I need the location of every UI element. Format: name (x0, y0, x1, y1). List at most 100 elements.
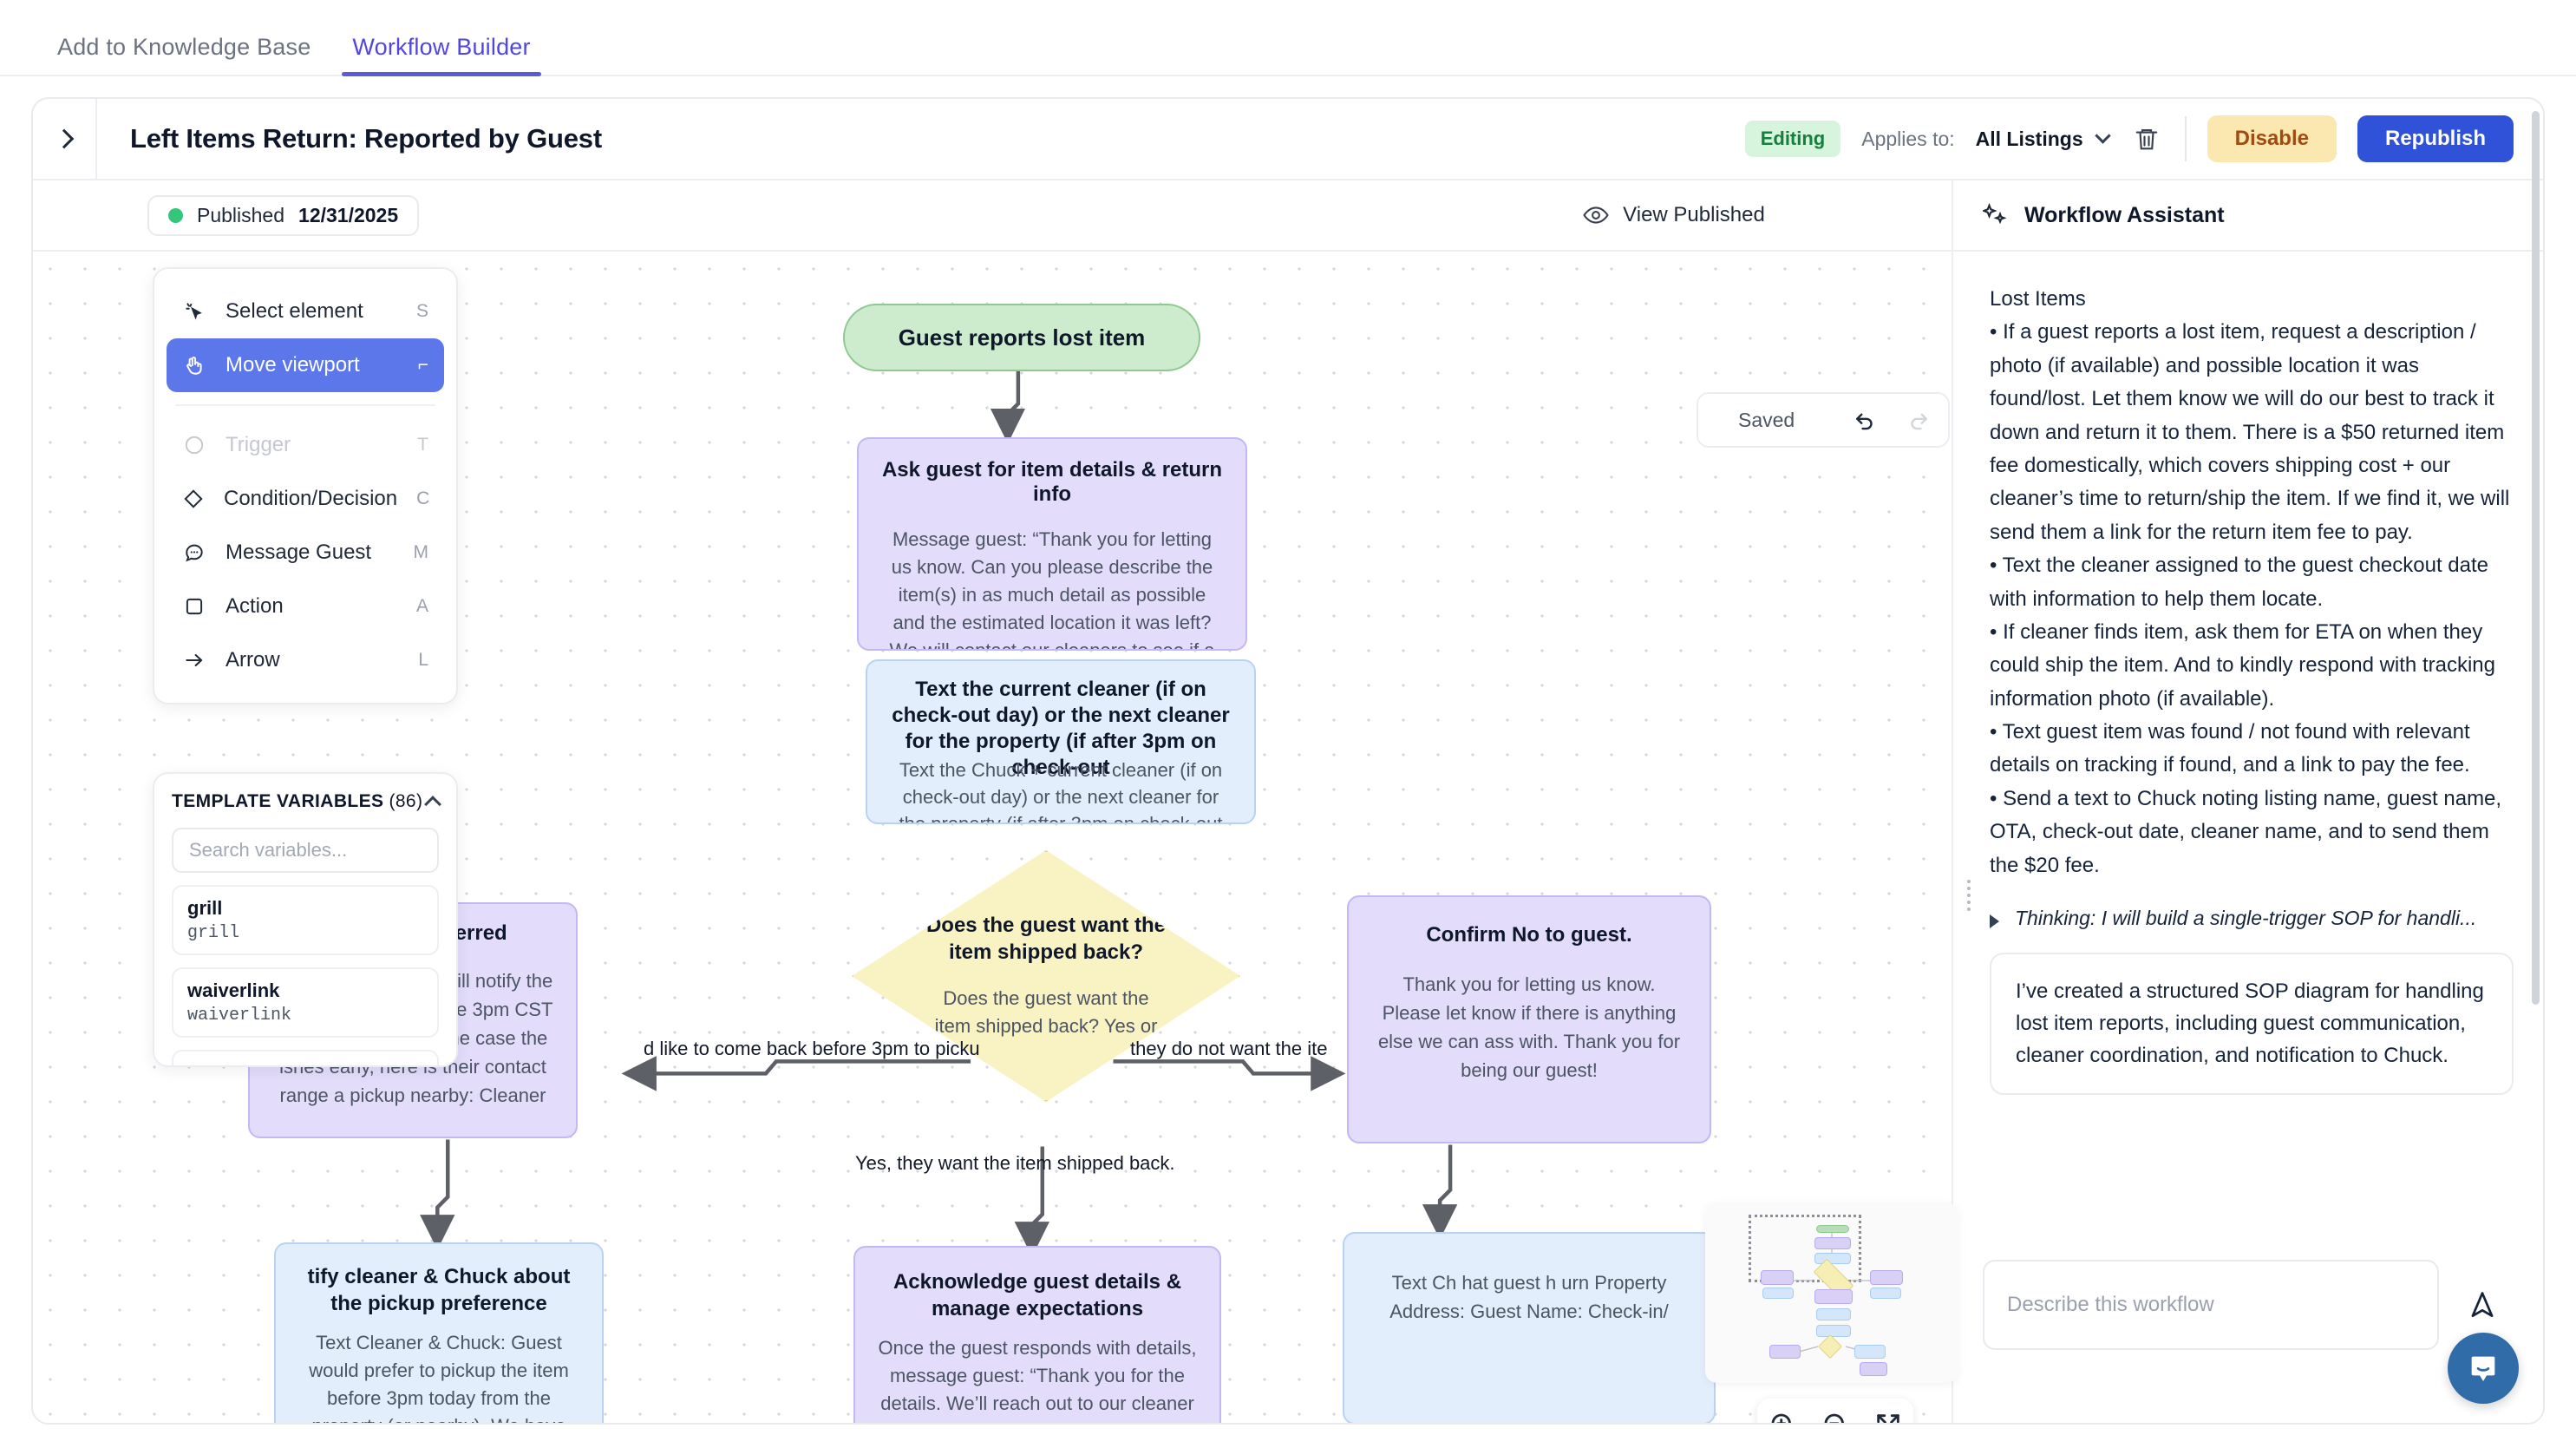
node-message-acknowledge-details[interactable]: Acknowledge guest details & manage expec… (853, 1246, 1221, 1423)
workflow-canvas[interactable]: Guest reports lost item Ask guest for it… (33, 252, 1952, 1423)
canvas-minimap[interactable] (1705, 1202, 1958, 1383)
tool-message-guest[interactable]: Message Guest M (167, 526, 444, 580)
header-divider (2184, 116, 2187, 161)
minimap-node (1762, 1288, 1794, 1299)
zoom-controls (1757, 1399, 1913, 1423)
republish-button[interactable]: Republish (2357, 115, 2514, 162)
chevron-up-icon[interactable] (424, 796, 441, 813)
minimap-node (1870, 1270, 1903, 1285)
assistant-input-row (1953, 1260, 2543, 1350)
hand-icon (182, 354, 206, 377)
minimap-node (1769, 1345, 1801, 1359)
undo-icon (1856, 413, 1873, 430)
node-title: Confirm No to guest. (1426, 923, 1632, 947)
chat-bubble-icon (182, 541, 206, 564)
minimap-node (1814, 1253, 1851, 1264)
template-variable-item[interactable]: grill grill (172, 885, 439, 955)
minimap-node (1870, 1288, 1901, 1299)
published-date: 12/31/2025 (298, 203, 399, 226)
tool-shortcut: S (415, 301, 428, 321)
node-trigger-start[interactable]: Guest reports lost item (843, 304, 1200, 371)
node-action-text-cleaner[interactable]: Text the current cleaner (if on check-ou… (866, 659, 1256, 824)
tool-select-element[interactable]: Select element S (167, 285, 444, 338)
minimap-node (1854, 1345, 1886, 1359)
node-action-text-chuck[interactable]: Text Ch hat guest h urn Property Address… (1343, 1232, 1716, 1423)
tool-move-viewport[interactable]: Move viewport ⌐ (167, 338, 444, 392)
node-message-confirm-no[interactable]: Confirm No to guest. Thank you for letti… (1347, 895, 1711, 1143)
tool-label: Condition/Decision (224, 487, 398, 510)
node-message-ask-details[interactable]: Ask guest for item details & return info… (857, 437, 1247, 651)
top-tabbar: Add to Knowledge Base Workflow Builder (0, 0, 2576, 76)
template-variables-title: TEMPLATE VARIABLES (172, 791, 384, 811)
cursor-click-icon (182, 300, 206, 323)
workflow-card: Left Items Return: Reported by Guest Edi… (31, 97, 2545, 1425)
chevron-down-icon (2094, 128, 2111, 144)
tool-action[interactable]: Action A (167, 580, 444, 633)
redo-icon (1911, 413, 1928, 430)
search-variables-input[interactable] (172, 828, 439, 873)
tool-shortcut: ⌐ (417, 355, 428, 375)
disable-button[interactable]: Disable (2207, 115, 2337, 162)
intercom-launcher-button[interactable] (2448, 1333, 2519, 1404)
describe-workflow-input[interactable] (1983, 1260, 2439, 1350)
view-published-button[interactable]: View Published (1396, 203, 1952, 227)
tool-shortcut: T (417, 435, 428, 455)
assistant-scrollbar[interactable] (2532, 111, 2540, 1005)
tab-workflow-builder[interactable]: Workflow Builder (331, 34, 551, 76)
node-body: Thank you for letting us know. Please le… (1377, 973, 1681, 1081)
square-icon (182, 595, 206, 618)
undo-button[interactable] (1852, 407, 1878, 433)
published-status-pill: Published 12/31/2025 (147, 194, 420, 236)
node-body: Text Cleaner & Chuck: Guest would prefer… (309, 1332, 569, 1423)
tool-shortcut: M (413, 542, 429, 562)
assistant-thinking-label: Thinking: I will build a single-trigger … (2015, 907, 2477, 930)
edge-label-no-ship: they do not want the ite (1130, 1038, 1328, 1059)
template-variable-item[interactable]: propspec propspec (172, 1050, 439, 1065)
zoom-in-button[interactable] (1768, 1410, 1799, 1423)
node-title: tify cleaner & Chuck about the pickup pr… (307, 1265, 571, 1316)
expand-sidebar-button[interactable] (33, 99, 97, 179)
assistant-header: Workflow Assistant (1953, 202, 2543, 228)
arrow-right-icon (182, 649, 206, 672)
minimap-node (1814, 1289, 1853, 1304)
assistant-thinking-row[interactable]: Thinking: I will build a single-trigger … (1990, 907, 2514, 930)
eye-icon (1583, 206, 1609, 224)
edge-label-yes-ship: Yes, they want the item shipped back. (855, 1152, 1175, 1174)
zoom-out-icon (1824, 1413, 1844, 1423)
panel-resize-handle[interactable] (1967, 880, 1971, 911)
trash-icon (2135, 128, 2157, 150)
page-title: Left Items Return: Reported by Guest (130, 123, 602, 154)
saved-label: Saved (1738, 408, 1795, 431)
fit-view-button[interactable] (1873, 1411, 1903, 1423)
zoom-out-button[interactable] (1821, 1410, 1852, 1423)
applies-to-select[interactable]: All Listings (1976, 128, 2111, 151)
published-label: Published (197, 203, 285, 226)
tool-label: Arrow (226, 648, 280, 672)
tool-arrow[interactable]: Arrow L (167, 633, 444, 687)
node-decision-ship-back[interactable]: Does the guest want the item shipped bac… (852, 850, 1240, 1102)
saved-status-pill: Saved (1697, 392, 1950, 448)
node-title: Guest reports lost item (898, 324, 1146, 351)
tool-condition-decision[interactable]: Condition/Decision C (167, 472, 444, 526)
template-variable-item[interactable]: waiverlink waiverlink (172, 967, 439, 1038)
node-action-notify-cleaner-chuck[interactable]: tify cleaner & Chuck about the pickup pr… (274, 1242, 604, 1423)
node-body: Text the Chuck + current cleaner (if on … (899, 759, 1223, 824)
diamond-icon (182, 488, 205, 510)
edge-label-pickup: d like to come back before 3pm to picku (644, 1038, 980, 1059)
zoom-in-icon (1771, 1413, 1792, 1423)
tab-add-to-knowledge-base[interactable]: Add to Knowledge Base (57, 34, 311, 60)
status-badge: Editing (1744, 121, 1841, 157)
subheader-divider (1952, 180, 1953, 250)
tool-shortcut: A (415, 596, 428, 616)
node-title: Ask guest for item details & return info (881, 458, 1223, 506)
node-title: Acknowledge guest details & manage expec… (892, 1270, 1182, 1321)
variable-key: grill (187, 923, 240, 943)
redo-button[interactable] (1906, 407, 1932, 433)
tool-trigger[interactable]: Trigger T (167, 418, 444, 472)
view-published-label: View Published (1623, 203, 1765, 226)
send-button[interactable] (2451, 1274, 2514, 1336)
delete-button[interactable] (2129, 120, 2164, 158)
sparkles-icon (1983, 202, 2007, 225)
minimap-node (1761, 1270, 1794, 1285)
minimap-node (1816, 1325, 1851, 1337)
